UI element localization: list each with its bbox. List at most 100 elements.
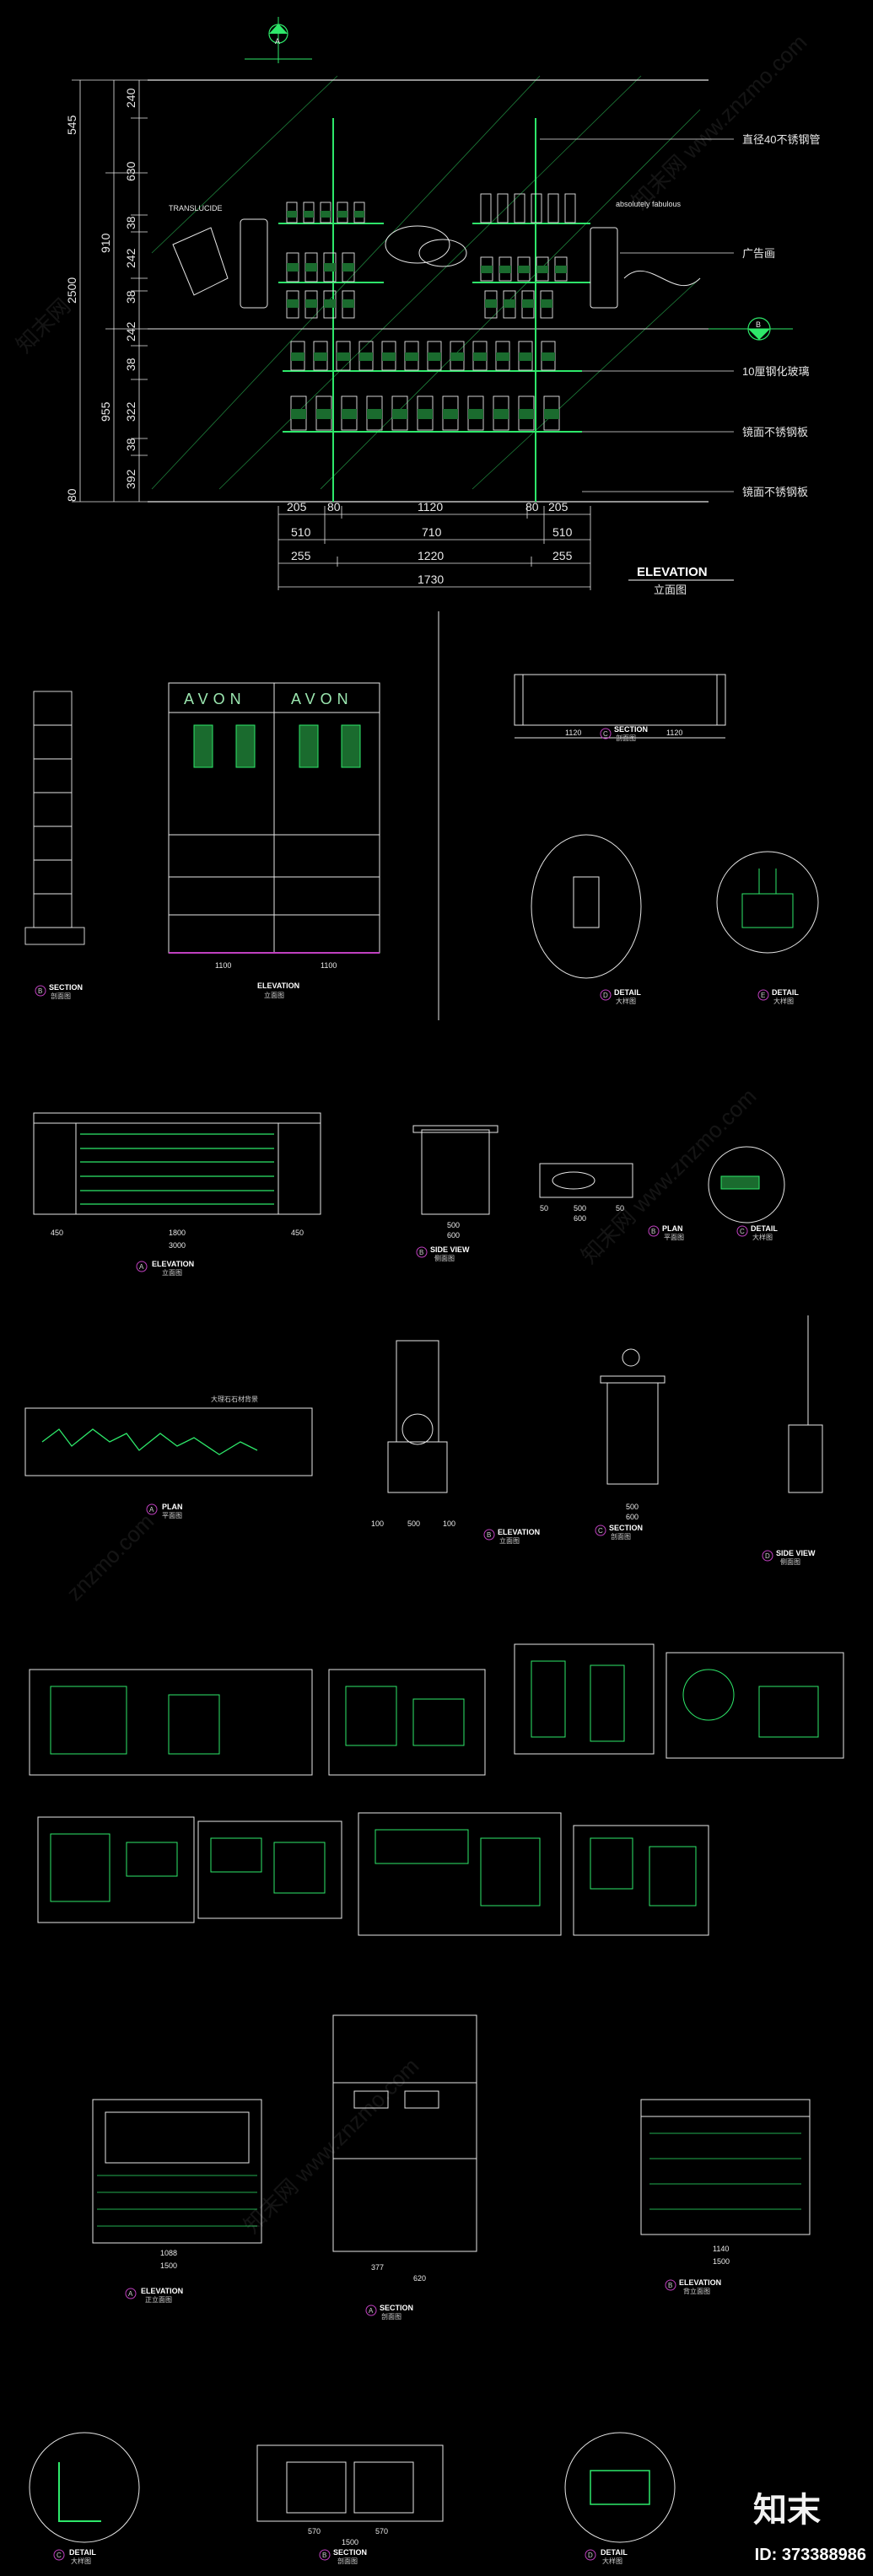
r6m-letter: A xyxy=(369,2307,374,2315)
r6r-letter: B xyxy=(668,2282,672,2289)
sv-title: SIDE VIEW xyxy=(430,1245,470,1254)
note-steel-pipe: 直径40不锈钢管 xyxy=(742,133,820,146)
detail-c-profile xyxy=(720,1175,760,1190)
section-marker-a: A xyxy=(245,17,312,63)
sv-dim-600: 600 xyxy=(447,1231,460,1240)
bottle-labels xyxy=(287,211,567,308)
r6m-dim-377: 377 xyxy=(371,2263,384,2272)
r6r-sub: 背立面图 xyxy=(683,2287,710,2295)
leader-lines xyxy=(540,138,734,492)
r3-el-letter: A xyxy=(139,1263,144,1271)
row2-right-section xyxy=(514,674,726,739)
avon-dim-2: 1100 xyxy=(321,961,337,970)
dim-1220: 1220 xyxy=(418,549,444,562)
r4s-dim-500: 500 xyxy=(626,1503,639,1511)
r7m-letter: B xyxy=(322,2552,326,2559)
d2-letter: E xyxy=(761,992,765,999)
r2-left-sub: 剖面图 xyxy=(51,992,71,1000)
dim-242a: 242 xyxy=(124,248,137,268)
dim-910: 910 xyxy=(99,233,112,253)
bottom-dims: 205 80 1120 80 205 510 710 510 255 1220 … xyxy=(287,500,573,586)
bottom-dim-lines xyxy=(278,506,591,590)
marble-note: 大理石石材背景 xyxy=(211,1395,258,1403)
r6l-dim-1088: 1088 xyxy=(160,2249,177,2257)
marble-veins xyxy=(41,1428,258,1455)
thumbnail-sheets xyxy=(29,1643,844,1936)
dim-955: 955 xyxy=(99,401,112,422)
rs-letter: C xyxy=(603,730,608,738)
row2-avon-elevation xyxy=(168,682,380,954)
dim-80b: 80 xyxy=(525,500,539,514)
r7l-sub: 大样图 xyxy=(71,2557,91,2565)
row4-drawings: 大理石石材背景 A PLAN 平面图 100 500 100 B ELEVATI… xyxy=(24,1315,823,1566)
r4e-dim-100b: 100 xyxy=(443,1519,455,1528)
dim-38c: 38 xyxy=(124,358,137,371)
left-dim-lines xyxy=(72,79,148,503)
r7-dims: 570 570 1500 xyxy=(308,2527,388,2546)
counter-dims: 450 1800 450 3000 xyxy=(51,1229,304,1250)
row2-drawings: B SECTION 剖面图 AVON AVON 1100 1100 ELEVAT… xyxy=(24,611,819,1020)
section-marker-b: B xyxy=(709,317,793,341)
detail-e-circle xyxy=(716,851,819,954)
poster-brand-left: TRANSLUCIDE xyxy=(169,204,223,212)
r4e-title: ELEVATION xyxy=(498,1528,540,1536)
r7m-sub: 剖面图 xyxy=(337,2557,358,2565)
detail-d-circle xyxy=(531,834,642,979)
r6l-sub: 正立面图 xyxy=(145,2295,172,2304)
dim-630: 630 xyxy=(124,161,137,181)
thumbnail-content xyxy=(50,1660,819,1906)
dim-510b: 510 xyxy=(552,525,573,539)
marble-plan xyxy=(24,1407,313,1476)
plan-small xyxy=(539,1163,633,1198)
avon-dim-1: 1100 xyxy=(215,961,231,970)
top-elevation: TRANSLUCIDE absolutely fabulous A B 直径40… xyxy=(65,17,820,596)
cd-450b: 450 xyxy=(291,1229,304,1237)
dim-545: 545 xyxy=(65,115,78,135)
top-subtitle: 立面图 xyxy=(654,583,687,596)
avon-title: ELEVATION xyxy=(257,981,299,990)
rs-sub: 剖面图 xyxy=(616,734,636,742)
r7-detail-right-profile xyxy=(590,2470,650,2505)
r4p-sub: 平面图 xyxy=(162,1512,182,1519)
r4-side-view xyxy=(788,1315,823,1493)
shelves xyxy=(278,223,590,433)
d1-letter: D xyxy=(603,992,608,999)
ps-dim-50a: 50 xyxy=(540,1204,548,1213)
sv-sub: 侧面图 xyxy=(434,1254,455,1262)
r6m-sub: 剖面图 xyxy=(381,2312,401,2321)
footer-logo: 知末 xyxy=(753,2492,821,2529)
marker-letter-b: B xyxy=(756,320,761,329)
sv-dim-500: 500 xyxy=(447,1221,460,1229)
r6l-dim-1500: 1500 xyxy=(160,2261,177,2270)
dim-38a: 38 xyxy=(124,216,137,229)
note-tempered-glass: 10厘钢化玻璃 xyxy=(742,365,809,378)
rs-dim-1: 1120 xyxy=(565,729,581,737)
r7m-title: SECTION xyxy=(333,2548,367,2557)
note-poster: 广告画 xyxy=(742,247,775,260)
dim-205b: 205 xyxy=(548,500,569,514)
dim-2500: 2500 xyxy=(65,277,78,304)
dim-242b: 242 xyxy=(124,321,137,341)
dim-710: 710 xyxy=(422,525,442,539)
dim-38b: 38 xyxy=(124,290,137,304)
avon-panels xyxy=(193,724,361,768)
r3-el-title: ELEVATION xyxy=(152,1260,194,1268)
detail-c-circle xyxy=(708,1146,785,1223)
r7-detail-left-profile xyxy=(58,2462,101,2522)
avon-brand-left: AVON xyxy=(184,691,246,707)
r4e-letter: B xyxy=(487,1531,491,1539)
r4-section xyxy=(600,1348,666,1485)
side-view xyxy=(412,1125,498,1215)
steel-pipes xyxy=(332,118,536,502)
r6l-title: ELEVATION xyxy=(141,2287,183,2295)
dim-510a: 510 xyxy=(291,525,311,539)
plan-small-dims: 50 500 50 600 xyxy=(540,1204,624,1223)
r4p-letter: A xyxy=(149,1506,154,1514)
ps-dim-600: 600 xyxy=(574,1214,586,1223)
ps-dim-50b: 50 xyxy=(616,1204,624,1213)
rs-title: SECTION xyxy=(614,725,648,734)
watermark-5: 知末网 xyxy=(11,293,75,358)
dim-240: 240 xyxy=(124,88,137,108)
